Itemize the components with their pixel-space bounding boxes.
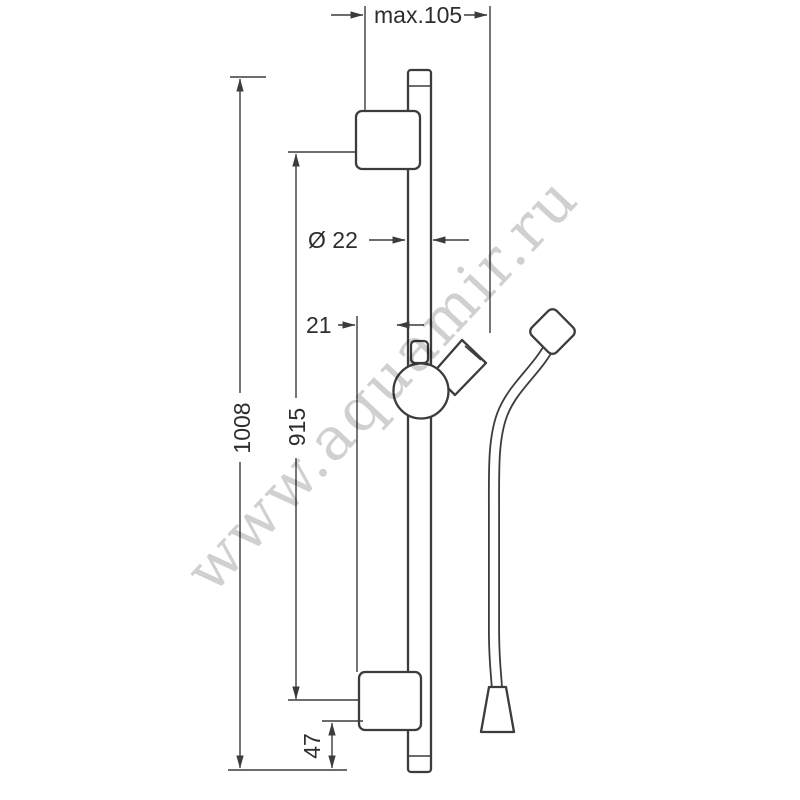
dim-label-bottom-offset: 47 — [299, 733, 325, 759]
slider-body — [392, 362, 450, 420]
bottom-wall-mount — [357, 670, 423, 732]
dim-label-slider-offset: 21 — [306, 312, 332, 338]
top-wall-mount — [354, 109, 422, 171]
hose-connector-end — [529, 308, 576, 355]
dimensions: max.105 1008 915 Ø 22 21 47 — [228, 2, 491, 771]
wall-bar — [406, 68, 433, 774]
dim-label-top-offset: max.105 — [374, 2, 462, 28]
shower-hose-outline — [487, 343, 555, 690]
watermark-text: www.aquamir.ru — [172, 163, 592, 607]
holder-opening-line — [464, 345, 482, 361]
shower-hose-fill — [489, 344, 553, 690]
hose-nozzle — [479, 685, 516, 734]
shower-rail-assembly — [354, 68, 576, 774]
dim-label-bar-diameter: Ø 22 — [308, 227, 358, 253]
dim-label-total-height: 1008 — [229, 402, 255, 453]
dim-label-rail-span: 915 — [284, 408, 310, 446]
